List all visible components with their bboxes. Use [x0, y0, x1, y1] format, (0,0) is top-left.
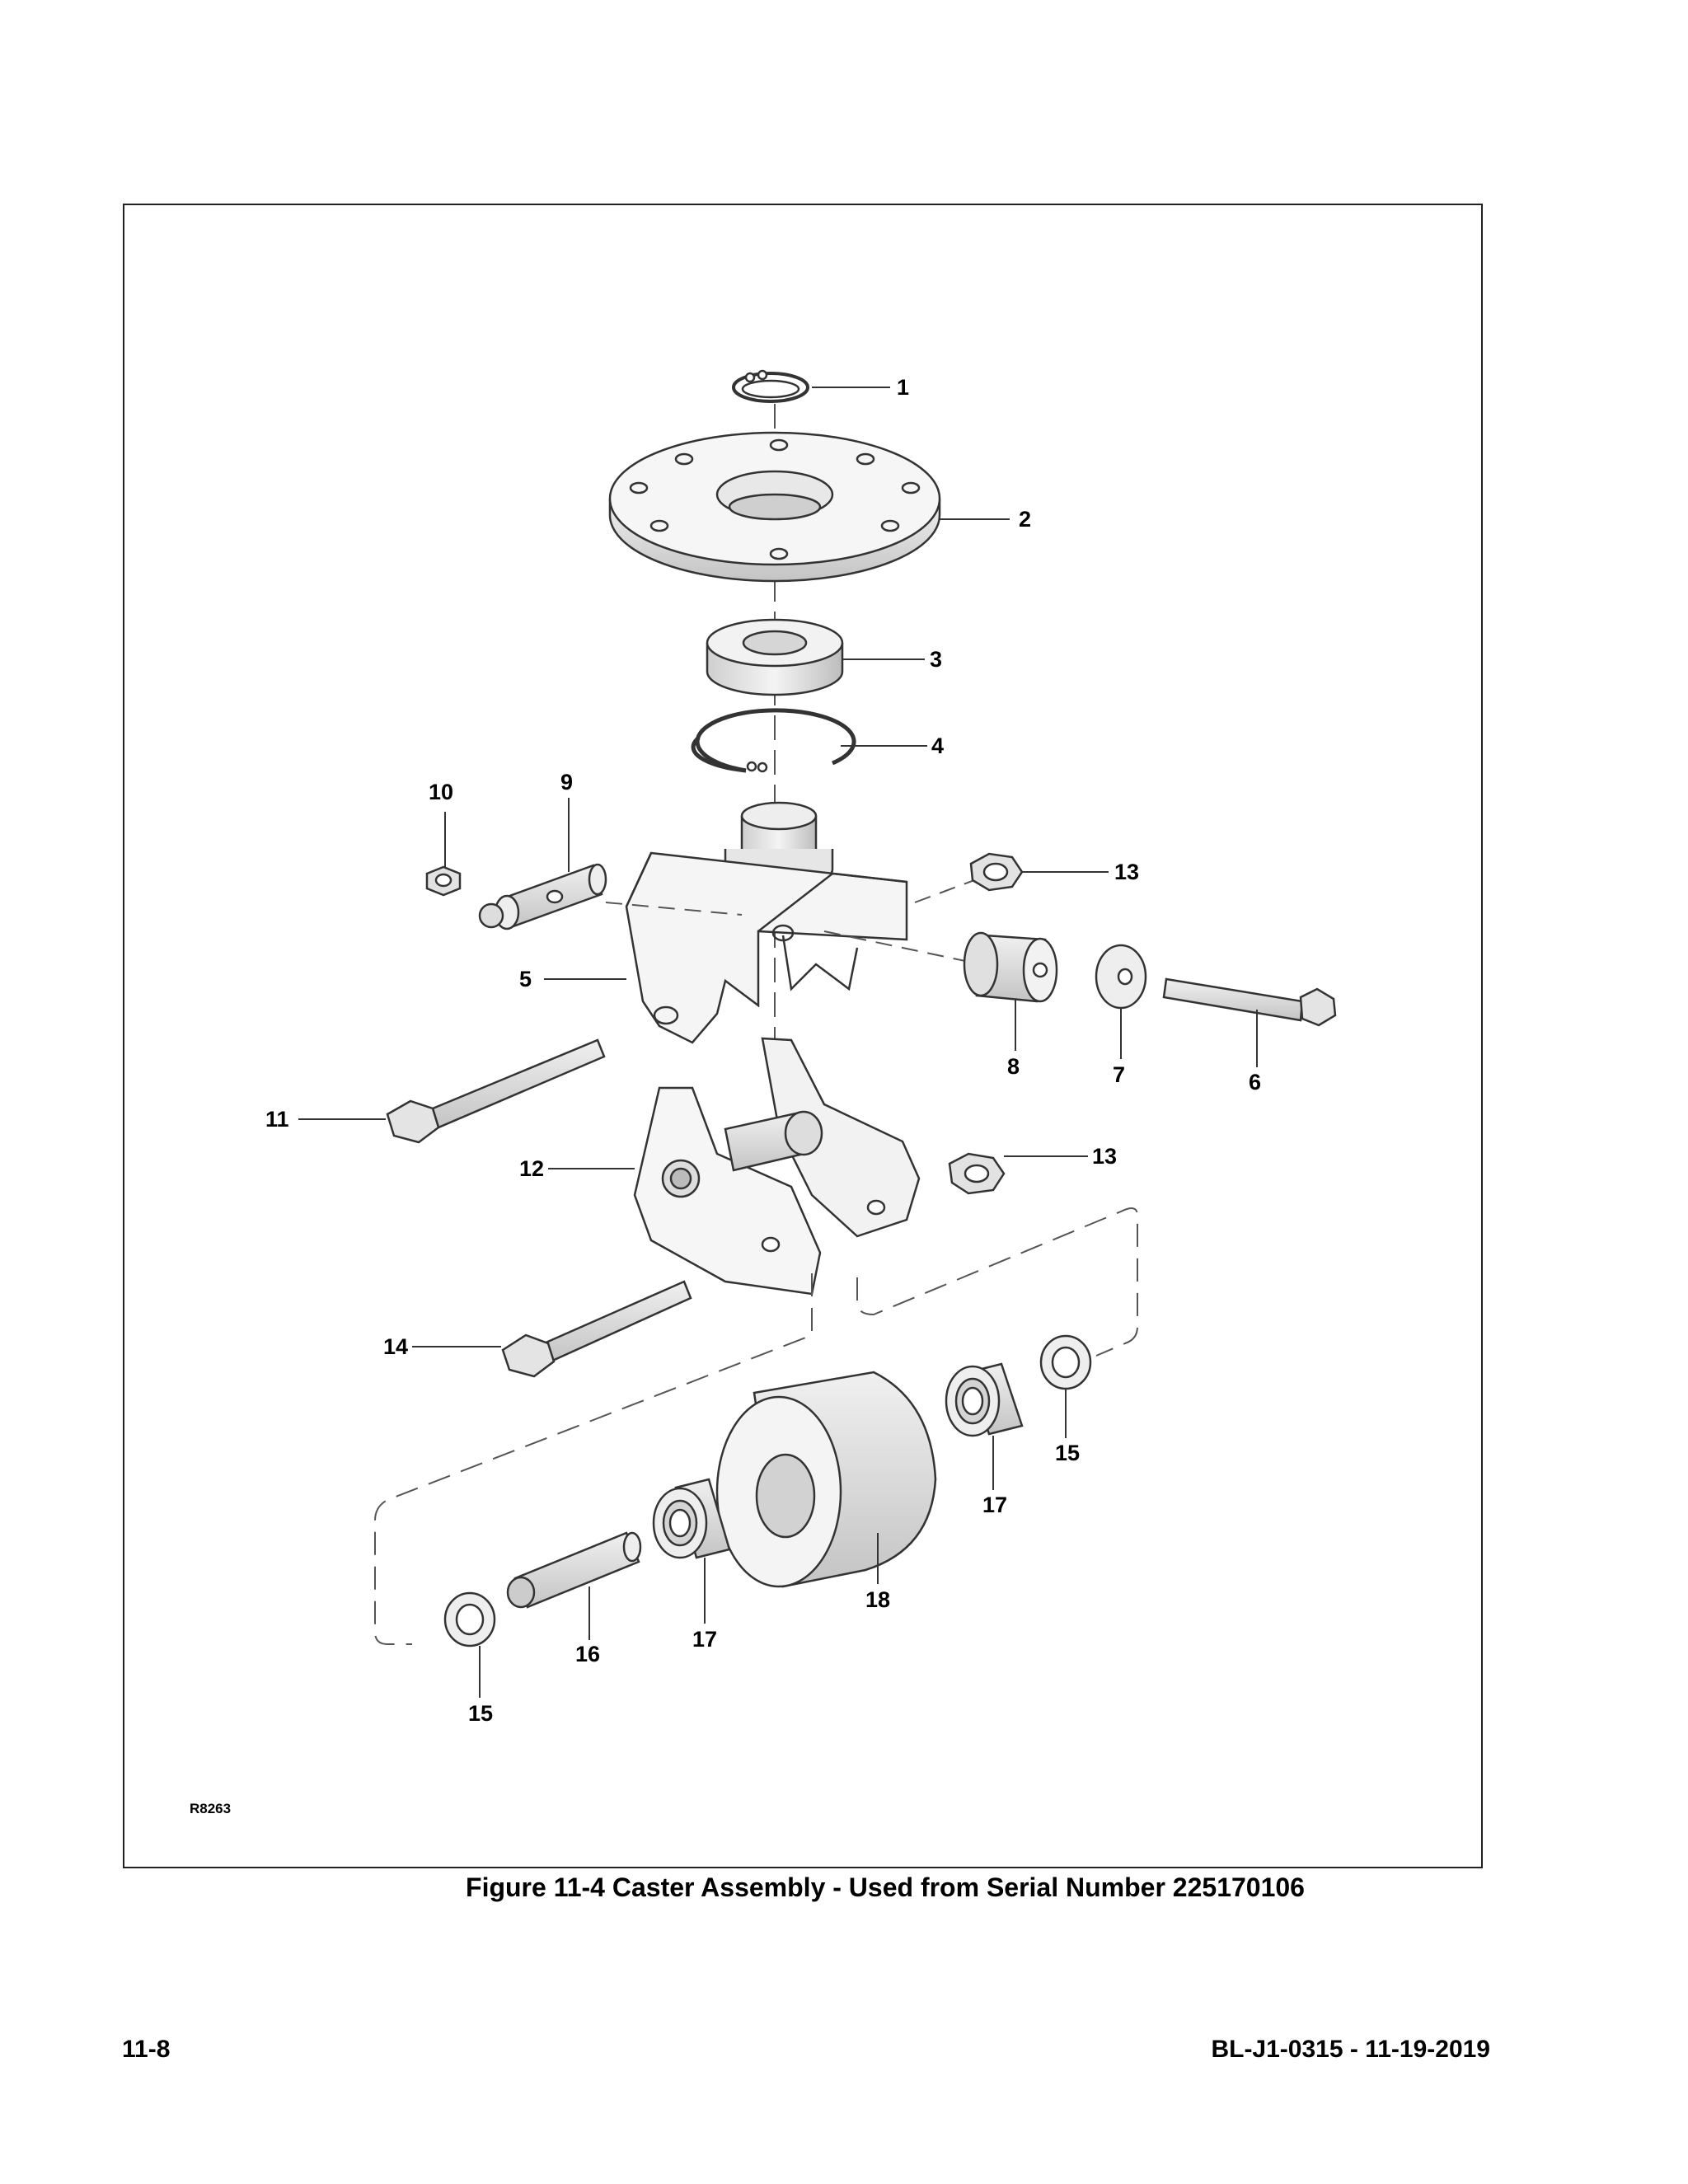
mounting-plate-part-2 [608, 431, 941, 583]
callout-4: 4 [931, 733, 944, 758]
callout-9: 9 [560, 770, 573, 794]
callout-7: 7 [1113, 1062, 1125, 1087]
bolt-part-11 [386, 1038, 606, 1144]
callout-5: 5 [519, 967, 532, 991]
bolt-part-14 [501, 1280, 692, 1378]
callout-8: 8 [1007, 1054, 1020, 1079]
bearing-part-17-left [652, 1478, 731, 1559]
document-code: BL-J1-0315 - 11-19-2019 [1211, 2036, 1490, 2063]
axle-part-16 [506, 1531, 642, 1609]
nut-part-13-upper [969, 852, 1024, 892]
caster-fork-part-5 [625, 801, 908, 1044]
callout-18: 18 [865, 1587, 890, 1612]
leader-lines [298, 387, 1258, 1698]
retaining-ring-part-4 [691, 708, 856, 773]
snap-ring-part-1 [732, 369, 809, 403]
washer-part-15-left [443, 1591, 496, 1647]
callout-12: 12 [519, 1156, 544, 1181]
callout-17-right: 17 [982, 1493, 1007, 1517]
callout-10: 10 [429, 780, 453, 804]
wheel-part-18 [715, 1371, 937, 1588]
callout-16: 16 [575, 1642, 600, 1666]
callout-1: 1 [897, 375, 909, 400]
callout-2: 2 [1019, 507, 1031, 532]
callout-15-right: 15 [1055, 1441, 1080, 1465]
figure-reference-code: R8263 [190, 1801, 231, 1816]
assembly-group-outline [374, 1207, 1138, 1645]
bearing-part-17-right [945, 1362, 1024, 1437]
page-number: 11-8 [122, 2036, 171, 2063]
bearing-part-3 [706, 618, 844, 696]
callout-15-left: 15 [468, 1701, 493, 1726]
callout-11: 11 [265, 1107, 289, 1132]
callout-13-lower: 13 [1092, 1144, 1117, 1169]
bolt-part-6 [1162, 977, 1337, 1027]
pin-part-9 [478, 863, 607, 930]
figure-caption: Figure 11-4 Caster Assembly - Used from … [466, 1872, 1305, 1902]
callout-13-upper: 13 [1114, 860, 1139, 884]
figure-frame [123, 204, 1483, 1868]
nut-part-10 [425, 865, 462, 897]
washer-part-15-right [1039, 1334, 1092, 1390]
spacer-part-8 [963, 931, 1058, 1003]
callout-14: 14 [383, 1334, 408, 1359]
callout-3: 3 [930, 647, 942, 672]
nut-part-13-lower [948, 1152, 1006, 1195]
callout-17-left: 17 [692, 1627, 717, 1652]
callout-6: 6 [1249, 1070, 1261, 1094]
swing-arm-part-12 [633, 1037, 921, 1296]
